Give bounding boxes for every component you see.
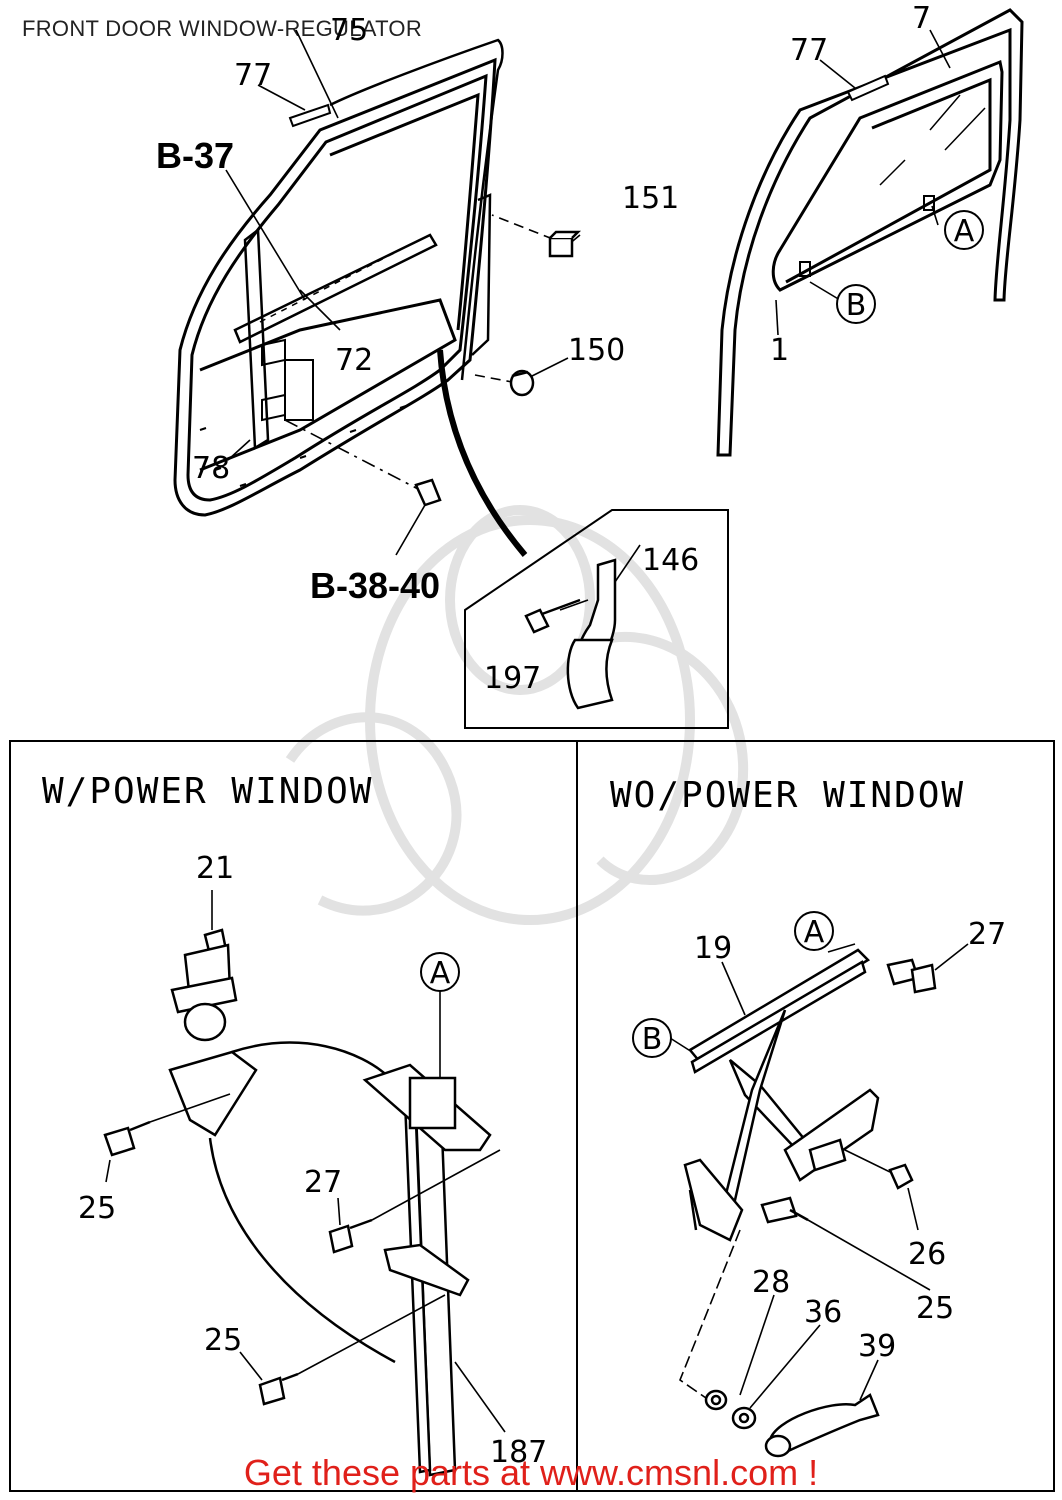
marker-a-manual-label: A: [804, 915, 825, 950]
callout-1: 1: [770, 333, 789, 368]
callout-27-manual: 27: [968, 917, 1006, 952]
callout-27-power: 27: [304, 1165, 342, 1200]
watermark-logo: [285, 505, 749, 925]
callout-77-left: 77: [234, 58, 272, 93]
callout-7: 7: [912, 1, 931, 36]
marker-a-power: A: [420, 952, 460, 992]
marker-a-power-label: A: [430, 956, 451, 991]
door-edge-strip: [437, 349, 528, 557]
seal-77-right: [846, 74, 890, 102]
callout-21: 21: [196, 851, 234, 886]
footer-promo-link[interactable]: Get these parts at www.cmsnl.com !: [243, 1452, 819, 1493]
ref-b38-40: B-38-40: [310, 565, 440, 606]
callout-187: 187: [490, 1435, 547, 1470]
panel-manual-window: [576, 740, 1055, 1492]
clip-151: [548, 230, 582, 258]
bolt-197: [524, 598, 581, 634]
callout-77-right: 77: [790, 33, 828, 68]
callout-39: 39: [858, 1329, 896, 1364]
callout-78: 78: [192, 451, 230, 486]
leader-lines-right: [257, 29, 951, 336]
callout-26: 26: [908, 1237, 946, 1272]
door-frame-assembly: [173, 57, 497, 517]
callout-19: 19: [694, 931, 732, 966]
page-title: FRONT DOOR WINDOW-REGULATOR: [22, 16, 423, 41]
callout-150: 150: [568, 333, 625, 368]
bracket-146: [566, 558, 617, 710]
marker-b-manual: B: [632, 1018, 672, 1058]
callout-75: 75: [330, 13, 368, 48]
seal-77-left: [288, 103, 332, 128]
weatherstrip-75: [329, 38, 504, 381]
callout-151: 151: [622, 181, 679, 216]
marker-a-top-label: A: [954, 214, 975, 249]
marker-b-top: B: [836, 284, 876, 324]
callout-25-upper: 25: [78, 1191, 116, 1226]
callout-146: 146: [642, 543, 699, 578]
marker-b-top-label: B: [846, 288, 867, 323]
plug-150: [509, 369, 535, 397]
panel-power-window: [9, 740, 578, 1492]
manual-leaders: [669, 943, 969, 1409]
callout-36: 36: [804, 1295, 842, 1330]
bolt-b38: [414, 478, 442, 507]
manual-regulator: [683, 948, 937, 1458]
section-label-nopower: WO/POWER WINDOW: [610, 775, 965, 816]
callout-72: 72: [335, 343, 373, 378]
callout-25-manual: 25: [916, 1291, 954, 1326]
marker-a-top: A: [944, 210, 984, 250]
section-label-power: W/POWER WINDOW: [42, 771, 373, 812]
callout-28: 28: [752, 1265, 790, 1300]
callout-25-lower: 25: [204, 1323, 242, 1358]
window-glass-assembly: [716, 8, 1024, 457]
detail-box: [464, 509, 729, 729]
leader-lines-top: [225, 29, 641, 611]
callout-197: 197: [484, 661, 541, 696]
ref-b37: B-37: [156, 135, 234, 176]
power-leaders: [105, 890, 506, 1433]
marker-b-manual-label: B: [642, 1022, 663, 1057]
power-regulator: [103, 928, 492, 1477]
marker-a-manual: A: [794, 911, 834, 951]
